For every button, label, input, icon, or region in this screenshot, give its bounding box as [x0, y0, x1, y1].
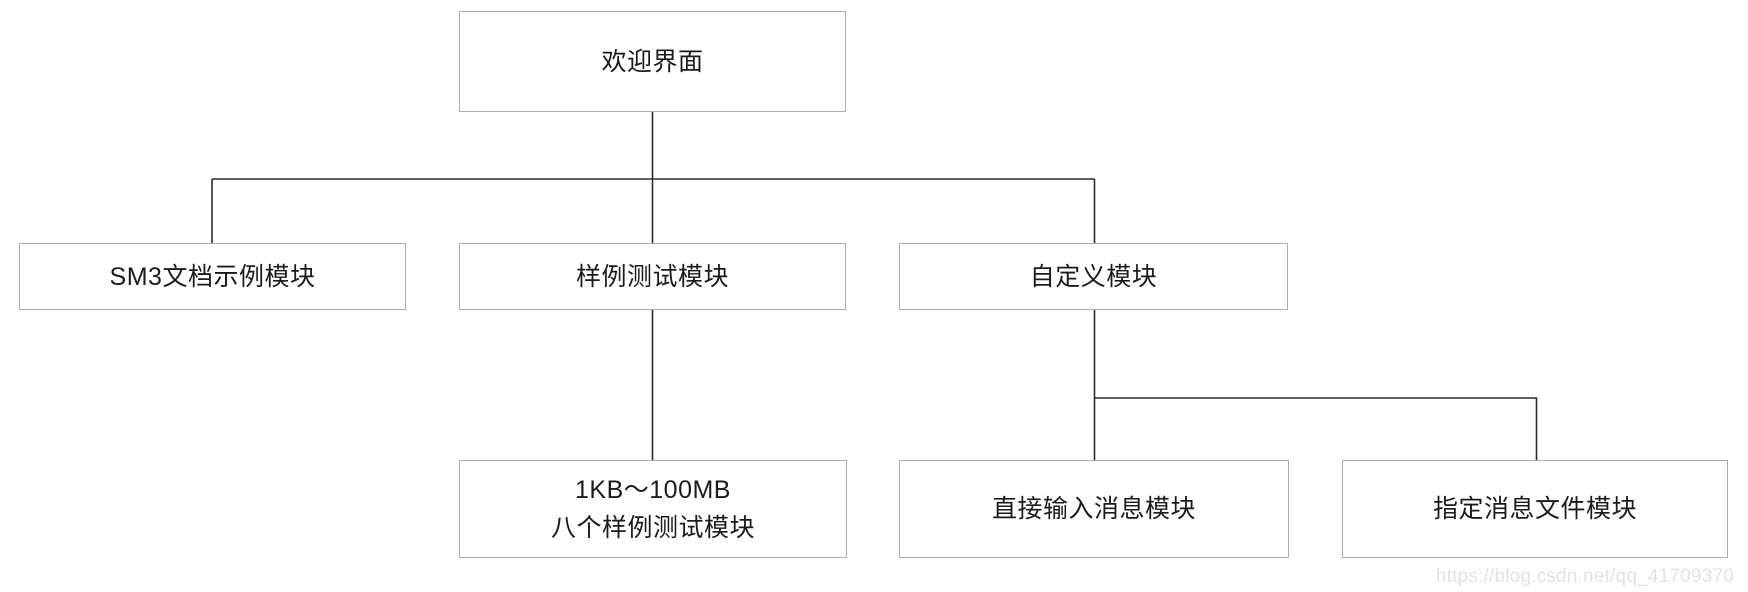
node-specify-message-file-module-label: 指定消息文件模块: [1432, 495, 1637, 523]
node-custom-module[interactable]: 自定义模块: [899, 243, 1288, 310]
node-size-range-module[interactable]: 1KB～100MB 八个样例测试模块: [459, 460, 847, 558]
node-direct-input-message-module-label: 直接输入消息模块: [991, 495, 1196, 523]
node-direct-input-message-module[interactable]: 直接输入消息模块: [899, 460, 1289, 558]
node-size-range-module-label-line2: 八个样例测试模块: [550, 514, 755, 542]
edge-custom-to-file-select: [1094, 397, 1538, 460]
node-specify-message-file-module[interactable]: 指定消息文件模块: [1342, 460, 1728, 558]
node-size-range-module-label-line1: 1KB～100MB: [575, 476, 731, 504]
watermark-text: https://blog.csdn.net/qq_41709370: [1435, 566, 1734, 587]
node-sm3-doc-example-module-label: SM3文档示例模块: [109, 262, 316, 291]
node-custom-module-label: 自定义模块: [1029, 262, 1158, 291]
node-sample-test-module[interactable]: 样例测试模块: [459, 243, 846, 310]
node-welcome-screen-label: 欢迎界面: [601, 47, 704, 76]
node-welcome-screen[interactable]: 欢迎界面: [459, 11, 846, 112]
node-sm3-doc-example-module[interactable]: SM3文档示例模块: [19, 243, 406, 310]
node-sample-test-module-label: 样例测试模块: [575, 262, 729, 291]
